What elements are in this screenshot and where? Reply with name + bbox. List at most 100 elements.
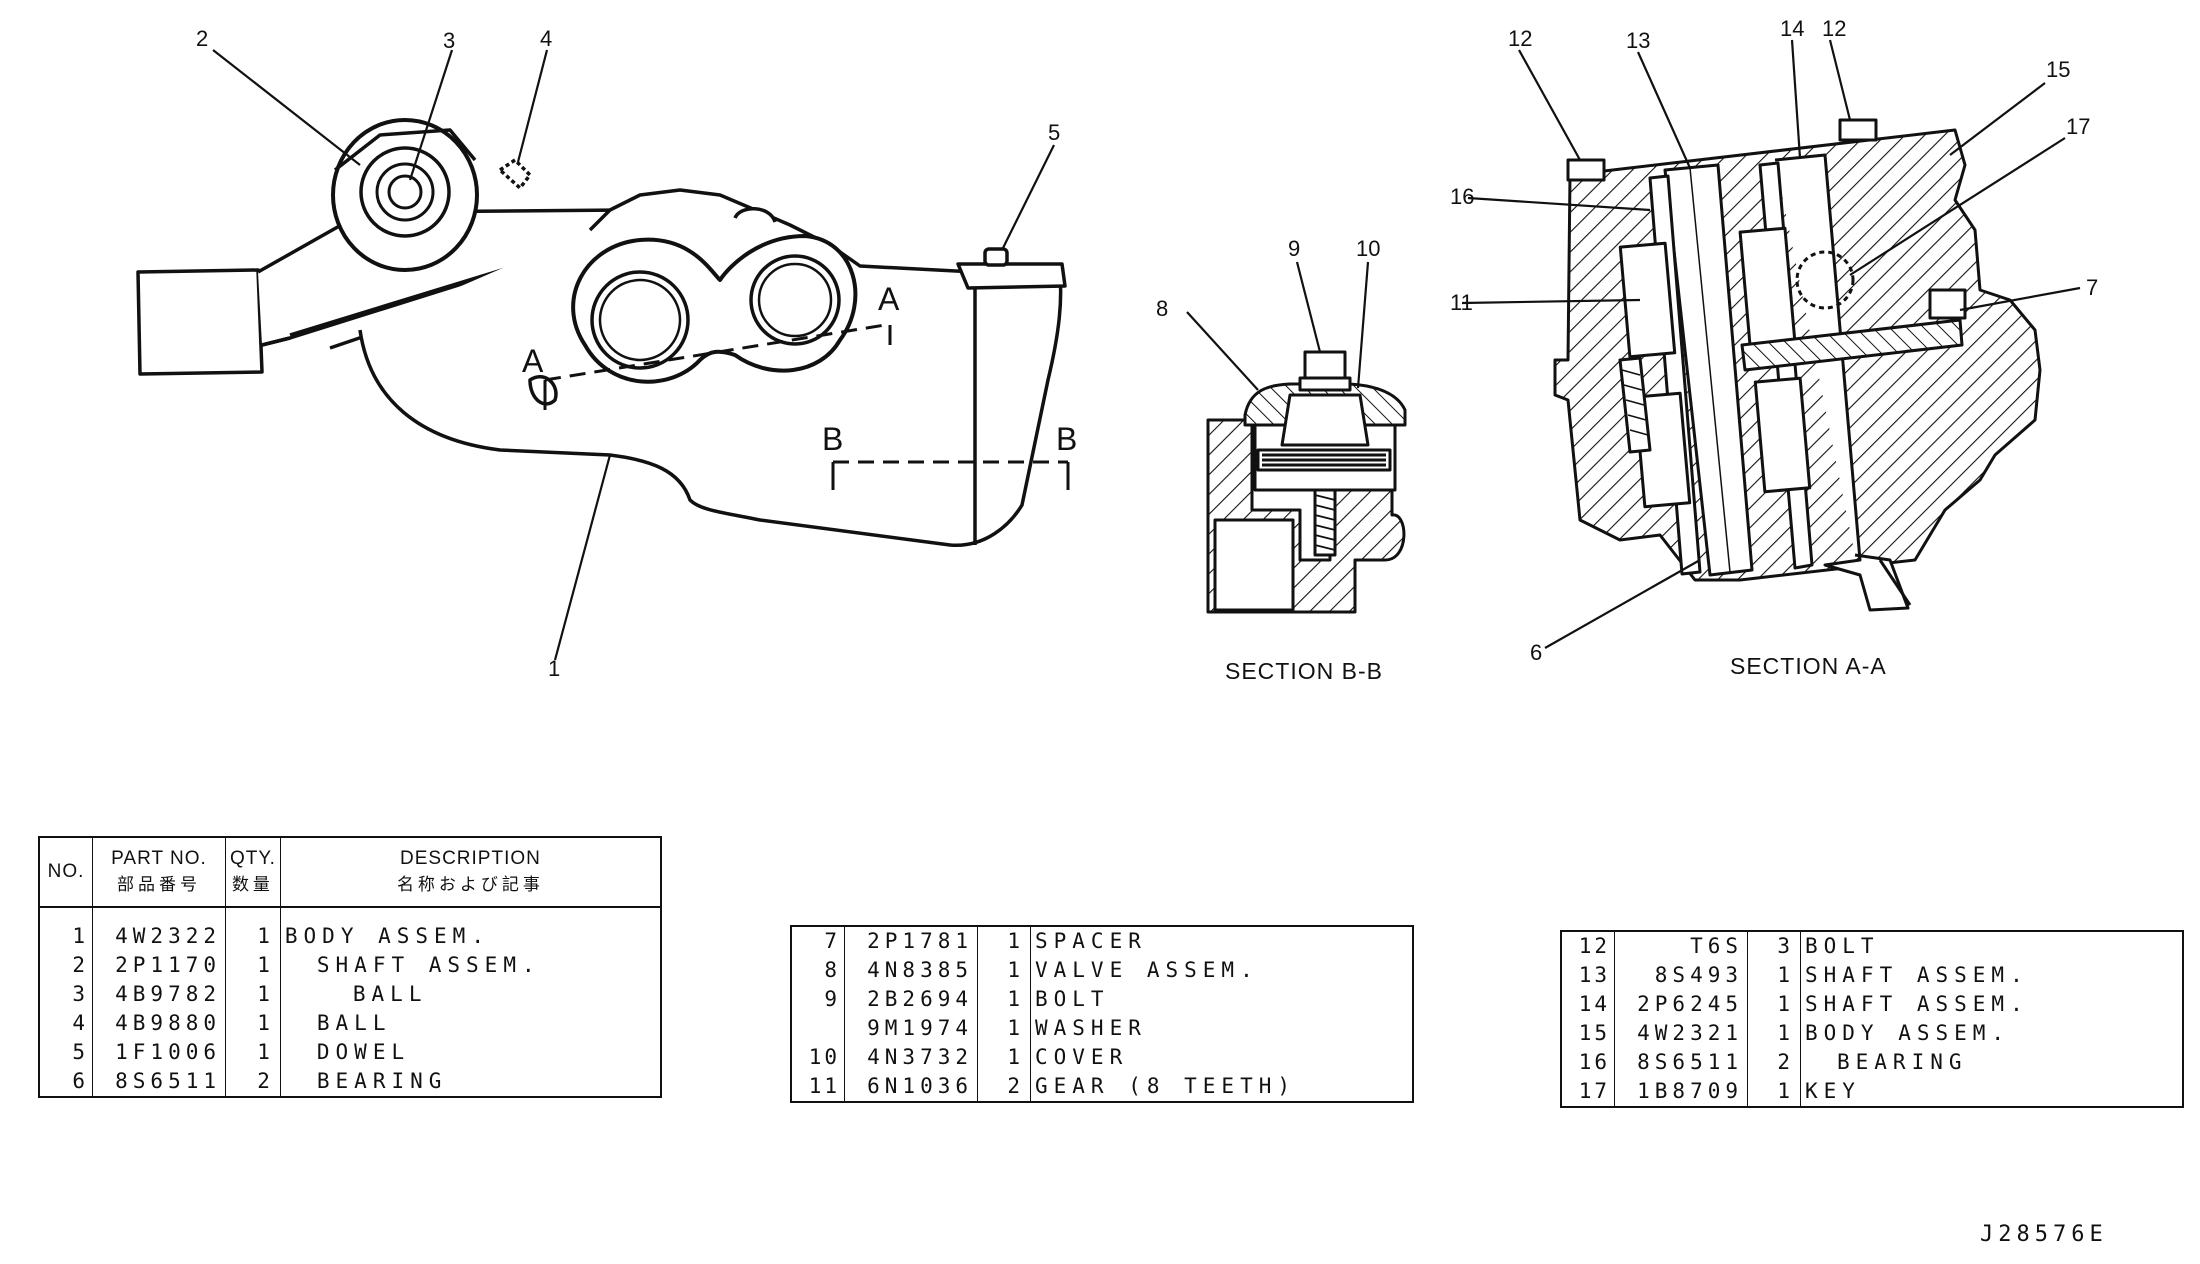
- part-quantity: 1: [1747, 961, 1801, 990]
- section-marks: A A B B: [522, 281, 1077, 457]
- part-description: SHAFT ASSEM.: [1800, 990, 2184, 1019]
- part-description: KEY: [1800, 1077, 2184, 1107]
- callout-6: 6: [1530, 640, 1542, 665]
- callout-9: 9: [1288, 236, 1300, 261]
- header-part-no-jp: 部品番号: [117, 875, 201, 894]
- part-number-index: 8: [790, 956, 845, 985]
- header-qty-jp: 数量: [231, 875, 274, 894]
- leader-lines-bb: [1186, 261, 1370, 391]
- part-description: BOLT: [1800, 931, 2184, 961]
- part-quantity: 1: [225, 907, 281, 951]
- part-number-index: [790, 1014, 845, 1043]
- part-number: 8S493: [1614, 961, 1748, 990]
- callout-3: 3: [443, 28, 455, 53]
- part-number-index: 2: [38, 951, 93, 980]
- header-description: DESCRIPTION 名称および記事: [279, 837, 662, 908]
- part-quantity: 1: [977, 1043, 1031, 1072]
- callout-8: 8: [1156, 296, 1168, 321]
- callout-16: 16: [1450, 184, 1474, 209]
- part-quantity: 1: [1747, 1077, 1801, 1107]
- part-quantity: 2: [225, 1067, 281, 1097]
- section-mark-a-right: A: [878, 281, 900, 317]
- part-number: 2B2694: [844, 985, 978, 1014]
- part-number: 4W2321: [1614, 1019, 1748, 1048]
- callout-12-right: 12: [1822, 16, 1846, 41]
- part-quantity: 1: [225, 1038, 281, 1067]
- callout-numbers: 2 3 4 5 1 8 9 10 12 13 14 12 15 17 16 11…: [196, 16, 2098, 681]
- part-quantity: 1: [1747, 990, 1801, 1019]
- part-number-index: 13: [1560, 961, 1615, 990]
- section-line-a-a: [543, 323, 892, 410]
- part-description: BALL: [279, 980, 662, 1009]
- part-number-index: 12: [1560, 931, 1615, 961]
- callout-12-left: 12: [1508, 26, 1532, 51]
- part-number: 8S6511: [92, 1067, 226, 1097]
- callout-1: 1: [548, 656, 560, 681]
- callout-2: 2: [196, 26, 208, 51]
- part-number: 1F1006: [92, 1038, 226, 1067]
- part-number: 9M1974: [844, 1014, 978, 1043]
- part-description: BALL: [279, 1009, 662, 1038]
- part-number-index: 5: [38, 1038, 93, 1067]
- part-number-index: 11: [790, 1072, 845, 1102]
- part-quantity: 1: [977, 985, 1031, 1014]
- part-quantity: 1: [225, 1009, 281, 1038]
- callout-14: 14: [1780, 16, 1804, 41]
- parts-table-left: NO. PART NO. 部品番号 QTY. 数量 DESCRIPTION 名称…: [38, 836, 662, 1098]
- part-description: BEARING: [279, 1067, 662, 1097]
- main-body-view: [136, 118, 1067, 547]
- drawing-code: J28576E: [1980, 1222, 2108, 1247]
- callout-7: 7: [2086, 275, 2098, 300]
- section-mark-b-left: B: [822, 421, 843, 457]
- part-number-index: 10: [790, 1043, 845, 1072]
- part-number-index: 1: [38, 907, 93, 951]
- callout-11: 11: [1450, 290, 1473, 315]
- part-number: 6N1036: [844, 1072, 978, 1102]
- section-mark-a-left: A: [522, 343, 544, 379]
- part-quantity: 1: [977, 1014, 1031, 1043]
- part-description: GEAR (8 TEETH): [1030, 1072, 1414, 1102]
- part-quantity: 3: [1747, 931, 1801, 961]
- part-number-index: 17: [1560, 1077, 1615, 1107]
- part-quantity: 2: [977, 1072, 1031, 1102]
- section-b-b-caption: SECTION B-B: [1225, 658, 1383, 684]
- part-number: 2P1170: [92, 951, 226, 980]
- part-description: DOWEL: [279, 1038, 662, 1067]
- header-qty-en: QTY.: [230, 848, 276, 869]
- callout-15: 15: [2046, 57, 2070, 82]
- callout-13: 13: [1626, 28, 1650, 53]
- part-description: BODY ASSEM.: [1800, 1019, 2184, 1048]
- part-number-index: 14: [1560, 990, 1615, 1019]
- leader-lines-aa: [1461, 39, 2081, 649]
- section-b-b-view: [1206, 350, 1407, 614]
- part-description: BOLT: [1030, 985, 1414, 1014]
- part-quantity: 1: [225, 980, 281, 1009]
- callout-17: 17: [2066, 114, 2090, 139]
- part-number-index: 4: [38, 1009, 93, 1038]
- part-description: SHAFT ASSEM.: [279, 951, 662, 980]
- part-description: BODY ASSEM.: [279, 907, 662, 951]
- part-number: 4N8385: [844, 956, 978, 985]
- part-number: 1B8709: [1614, 1077, 1748, 1107]
- part-number: 4B9880: [92, 1009, 226, 1038]
- callout-4: 4: [540, 26, 552, 51]
- callout-5: 5: [1048, 120, 1060, 145]
- part-description: COVER: [1030, 1043, 1414, 1072]
- callout-10: 10: [1356, 236, 1380, 261]
